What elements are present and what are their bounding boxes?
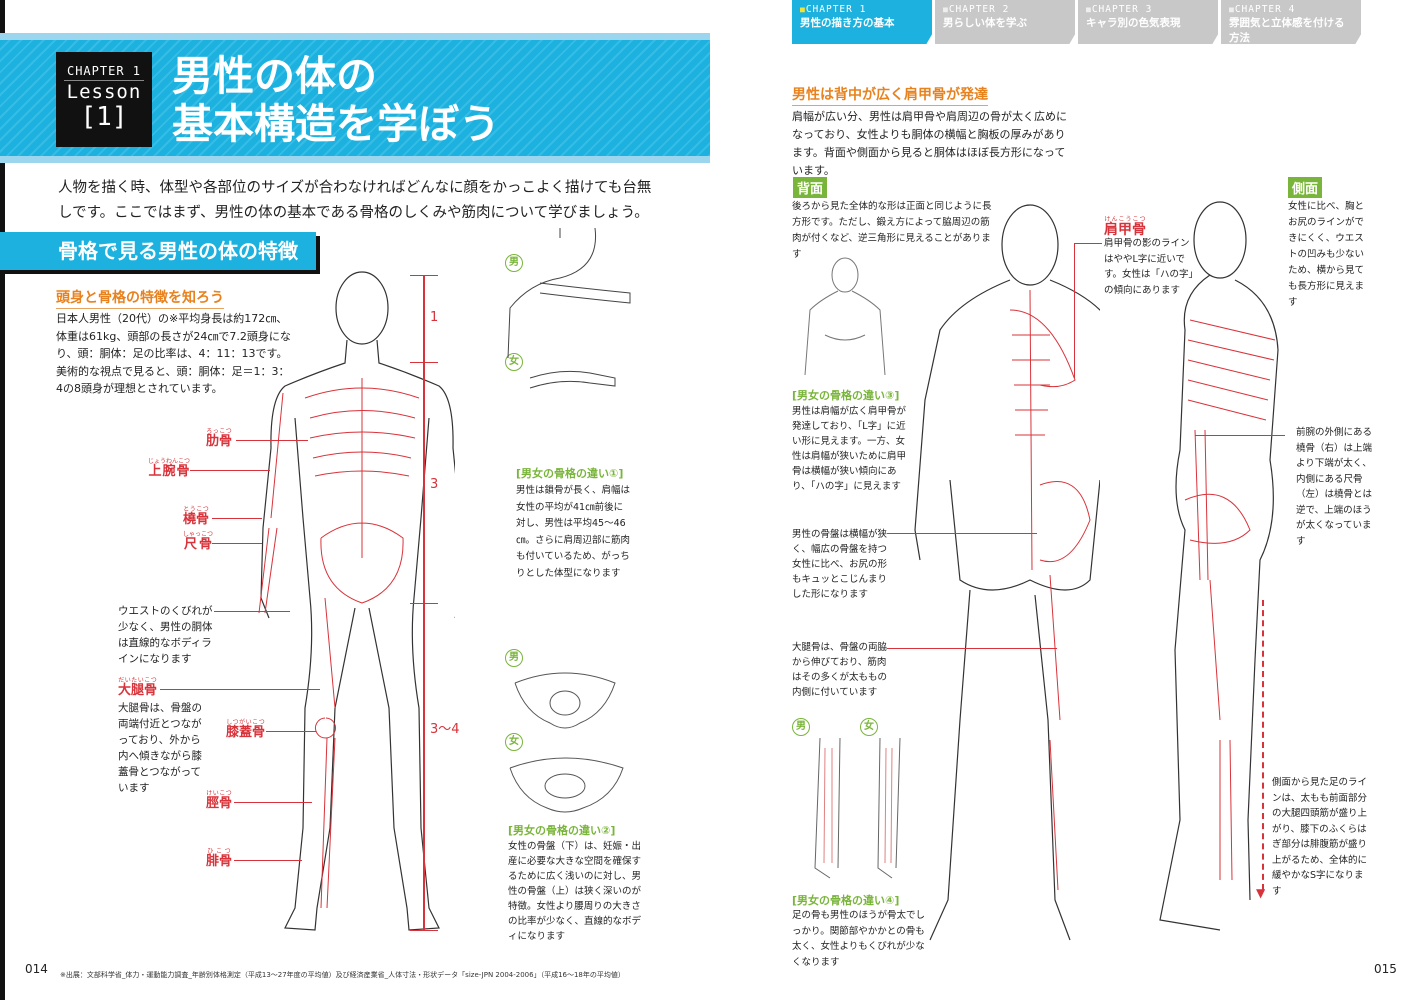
female-marker: 女 — [505, 353, 523, 371]
page-number-left: 014 — [25, 962, 48, 976]
leader-line — [1074, 243, 1075, 378]
leader-line — [190, 470, 270, 471]
back-view-text: 後ろから見た全体的な形は正面と同じように長方形です。ただし、鍛え方によって脇周辺… — [792, 201, 992, 260]
side-view-text: 女性に比べ、胸とお尻のラインができにくく、ウエストの凹みも少ないため、横から見て… — [1288, 201, 1365, 308]
lesson-number: [1] — [80, 102, 128, 132]
leader-line — [266, 731, 316, 732]
lesson-label: Lesson — [66, 81, 142, 103]
bone-label-tibia: 脛骨けいこつ — [206, 790, 233, 811]
scale-tick — [410, 930, 438, 931]
leg-line-note: 側面から見た足のラインは、太もも前面部分の大腿四頭筋が盛り上がり、膝下のふくらは… — [1272, 777, 1368, 897]
male-marker: 男 — [505, 649, 523, 667]
bone-label-femur: 大腿骨だいたいこつ — [118, 677, 158, 698]
bone-label-rib: 肋骨ろっこつ — [206, 428, 233, 449]
proportion-scale-line — [423, 275, 425, 930]
square-bullet-icon: ■ — [1086, 5, 1092, 14]
subheading: 頭身と骨格の特徴を知ろう — [56, 287, 224, 309]
square-bullet-icon: ■ — [943, 5, 949, 14]
diff3-text: 男性は肩幅が広く肩甲骨が発達しており、「L字」に近い形に見えます。一方、女性は肩… — [792, 406, 907, 492]
forearm-note: 前腕の外側にある橈骨（右）は上端より下端が太く、内側にある尺骨（左）は橈骨とは逆… — [1296, 427, 1373, 547]
femur-note: 大腿骨は、骨盤の両端付近とつながっており、外から内へ傾きながら膝蓋骨とつながって… — [118, 702, 202, 794]
leg-comparison-illustration — [814, 738, 901, 879]
scale-torso: 3 — [430, 477, 439, 492]
diff1-text: 男性は鎖骨が長く、肩幅は女性の平均が41㎝前後に対し、男性は平均45〜46㎝。さ… — [516, 485, 631, 579]
leader-line — [236, 440, 308, 441]
chapter-label: CHAPTER 1 — [64, 64, 144, 81]
male-marker: 男 — [792, 718, 810, 736]
leader-line — [212, 518, 262, 519]
leader-line — [160, 689, 320, 690]
bone-label-ulna: 尺骨しゃっこつ — [183, 531, 214, 552]
title-line-2: 基本構造を学ぼう — [172, 100, 500, 148]
pelvis-comparison-illustration — [509, 672, 624, 813]
bone-label-humerus: 上腕骨じょうわんこつ — [148, 458, 191, 479]
leader-line — [234, 802, 312, 803]
square-bullet-icon: ■ — [800, 5, 806, 14]
clavicle-comparison-illustration — [507, 228, 631, 389]
lead-text: 人物を描く時、体型や各部位のサイズが合わなければどんなに顔をかっこよく描けても台… — [58, 180, 652, 221]
lesson-badge: CHAPTER 1 Lesson [1] — [56, 52, 152, 147]
title-line-1: 男性の体の — [172, 52, 377, 100]
back-view-tag: 背面 — [793, 177, 828, 198]
right-body-text: 肩幅が広い分、男性は肩甲骨や肩周辺の骨が太く広めになっており、女性よりも胴体の横… — [792, 110, 1067, 177]
leader-line — [214, 611, 290, 612]
back-figure-illustration — [914, 204, 1100, 941]
waist-note: ウエストのくびれが少なく、男性の胴体は直線的なボディラインになります — [118, 605, 213, 665]
leader-line — [212, 543, 262, 544]
diff1-title: [男女の骨格の違い①] — [516, 467, 624, 480]
female-marker: 女 — [860, 718, 878, 736]
scapula-text: 肩甲骨の影のラインはややL字に近いです。女性は「ハの字」の傾向にあります — [1104, 238, 1194, 296]
leader-line — [887, 648, 1057, 649]
leader-line — [1195, 435, 1285, 436]
diff3-title: [男女の骨格の違い③] — [792, 389, 900, 402]
leader-line — [1074, 243, 1102, 244]
scale-tick — [410, 603, 438, 604]
side-view-tag: 側面 — [1288, 177, 1323, 198]
small-female-back-illustration — [804, 257, 886, 376]
page-number-right: 015 — [1374, 962, 1397, 976]
diff2-text: 女性の骨盤（下）は、妊娠・出産に必要な大きな空間を確保するために広く浅いのに対し… — [508, 841, 642, 942]
diff2-title: [男女の骨格の違い②] — [508, 824, 616, 837]
right-femur-note: 大腿骨は、骨盤の両脇から伸びており、筋肉はその多くが太ももの内側に付いています — [792, 642, 888, 698]
scale-head: 1 — [430, 310, 439, 325]
body-text: 日本人男性（20代）の※平均身長は約172㎝、体重は61kg、頭部の長さが24㎝… — [56, 312, 291, 395]
male-marker: 男 — [505, 254, 523, 272]
front-figure-illustration — [258, 271, 455, 931]
leader-line — [887, 533, 1037, 534]
section-heading: 骨格で見る男性の体の特徴 — [0, 232, 316, 270]
bone-label-patella: 膝蓋骨しつがいこつ — [226, 719, 266, 740]
bone-label-fibula: 腓骨ひこつ — [206, 848, 233, 869]
pelvis-note: 男性の骨盤は横幅が狭く、幅広の骨盤を持つ女性に比べ、お尻の形もキュッとこじんまり… — [792, 529, 888, 600]
scale-tick — [410, 362, 438, 363]
female-marker: 女 — [505, 733, 523, 751]
scale-tick — [410, 275, 438, 276]
square-bullet-icon: ■ — [1229, 5, 1235, 14]
bone-label-radius: 橈骨とうこつ — [183, 506, 210, 527]
arrow-down-icon: ▼ — [1256, 886, 1266, 900]
diff4-title: [男女の骨格の違い④] — [792, 894, 900, 907]
side-figure-illustration — [1159, 201, 1279, 931]
scapula-label: 肩甲骨けんこうこつ — [1104, 216, 1146, 238]
s-curve-arrow — [1262, 600, 1264, 890]
page-edge — [0, 0, 5, 1000]
page-title: 男性の体の 基本構造を学ぼう — [172, 52, 500, 148]
right-subheading: 男性は背中が広く肩甲骨が発達 — [792, 84, 988, 106]
scale-legs: 3〜4 — [430, 722, 460, 737]
footnote: ※出展：文部科学省_体力・運動能力調査_年齢別体格測定（平成13〜27年度の平均… — [60, 971, 625, 979]
leader-line — [234, 860, 302, 861]
diff4-text: 足の骨も男性のほうが骨太でしっかり。関節部やかかとの骨も太く、女性よりもくびれが… — [792, 910, 926, 968]
